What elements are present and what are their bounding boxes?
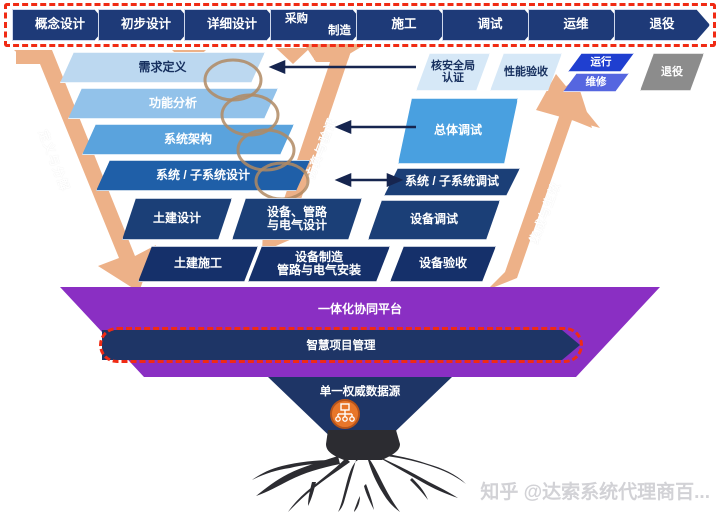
phase-preliminary-label: 初步设计 <box>120 17 171 32</box>
network-node-icon <box>335 403 355 422</box>
phase-decommission[interactable]: 退役 <box>614 9 710 41</box>
single-source-of-truth-label: 单一权威数据源 <box>319 386 401 398</box>
phase-preliminary[interactable]: 初步设计 <box>98 9 194 41</box>
phase-bar-highlight <box>4 3 716 47</box>
tree-roots-icon <box>252 430 466 512</box>
watermark: 知乎 @达索系统代理商百... <box>480 482 710 503</box>
box-nuclear-safety-label2: 认证 <box>442 72 464 84</box>
phase-operation[interactable]: 运维 <box>528 9 624 41</box>
phase-operation-label: 运维 <box>563 17 589 32</box>
stage-equipment-design-label2: 与电气设计 <box>266 218 327 232</box>
phase-construction[interactable]: 施工 <box>356 9 452 41</box>
box-performance-acceptance-label: 性能验收 <box>504 65 548 78</box>
project-management-highlight <box>99 327 583 363</box>
stage-civil-design[interactable]: 土建设计 <box>122 198 232 240</box>
stage-overall-commissioning-label: 总体调试 <box>433 123 482 138</box>
stage-equipment-manufacture[interactable]: 设备制造 管路与电气安装 <box>248 246 390 282</box>
phase-commissioning[interactable]: 调试 <box>442 9 538 41</box>
phase-commissioning-label: 调试 <box>477 17 503 32</box>
stage-subsystem-commissioning-label: 系统 / 子系统调试 <box>404 174 499 189</box>
stage-equipment-manufacture-label: 设备制造 <box>294 249 343 264</box>
beige-cap-mid2 <box>276 48 310 64</box>
arrow-integrate-validate <box>487 74 600 290</box>
project-management-label: 智慧项目管理 <box>306 340 376 352</box>
arrow-define-decompose <box>16 50 156 292</box>
phase-decommission-label: 退役 <box>649 17 675 32</box>
stage-civil-design-label: 土建设计 <box>152 211 201 226</box>
stage-subsystem-design[interactable]: 系统 / 子系统设计 <box>96 160 310 191</box>
stage-function-analysis[interactable]: 功能分析 <box>68 88 278 119</box>
phase-concept[interactable]: 概念设计 <box>12 9 108 41</box>
phase-procurement-label: 采购 <box>285 12 308 25</box>
box-maintenance-label: 维修 <box>585 75 607 88</box>
phase-construction-label: 施工 <box>391 17 417 32</box>
stage-civil-construction-label: 土建施工 <box>173 256 222 271</box>
stage-requirements-label: 需求定义 <box>138 59 187 74</box>
collab-platform-label: 一体化协同平台 <box>317 302 402 316</box>
stage-subsystem-commissioning[interactable]: 系统 / 子系统调试 <box>384 168 520 196</box>
stage-overall-commissioning[interactable]: 总体调试 <box>398 98 518 164</box>
box-nuclear-safety-label: 核安全局 <box>431 59 475 72</box>
box-retire-label: 退役 <box>661 65 683 78</box>
phase-procurement[interactable]: 采购 制造 <box>270 9 366 41</box>
stage-subsystem-design-label: 系统 / 子系统设计 <box>155 167 250 182</box>
box-running-label: 运行 <box>590 55 612 68</box>
box-nuclear-safety[interactable]: 核安全局 认证 <box>416 53 490 91</box>
box-performance-acceptance[interactable]: 性能验收 <box>490 53 562 91</box>
stage-equipment-commissioning[interactable]: 设备调试 <box>368 200 500 240</box>
stage-equipment-commissioning-label: 设备调试 <box>409 212 458 227</box>
stage-civil-construction[interactable]: 土建施工 <box>138 246 258 282</box>
lifecycle-phase-bar: 概念设计 初步设计 详细设计 采购 制造 施工 调试 运维 退役 <box>12 9 710 41</box>
stage-equipment-design[interactable]: 设备、管路 与电气设计 <box>232 198 362 240</box>
stage-equipment-acceptance-label: 设备验收 <box>418 256 467 271</box>
stage-system-architecture-label: 系统架构 <box>163 131 212 146</box>
stage-equipment-manufacture-label2: 管路与电气安装 <box>276 263 361 277</box>
phase-detailed-label: 详细设计 <box>206 17 257 32</box>
phase-procurement-label2: 制造 <box>328 25 351 37</box>
stage-equipment-acceptance[interactable]: 设备验收 <box>390 246 496 282</box>
phase-concept-label: 概念设计 <box>34 17 85 32</box>
stage-equipment-design-label: 设备、管路 <box>266 204 327 219</box>
project-management-bar[interactable]: 智慧项目管理 <box>102 330 580 360</box>
beige-cap-left <box>14 50 46 64</box>
cross-link-arrows-icon <box>268 60 416 187</box>
phase-detailed[interactable]: 详细设计 <box>184 9 280 41</box>
stage-function-analysis-label: 功能分析 <box>148 95 197 110</box>
